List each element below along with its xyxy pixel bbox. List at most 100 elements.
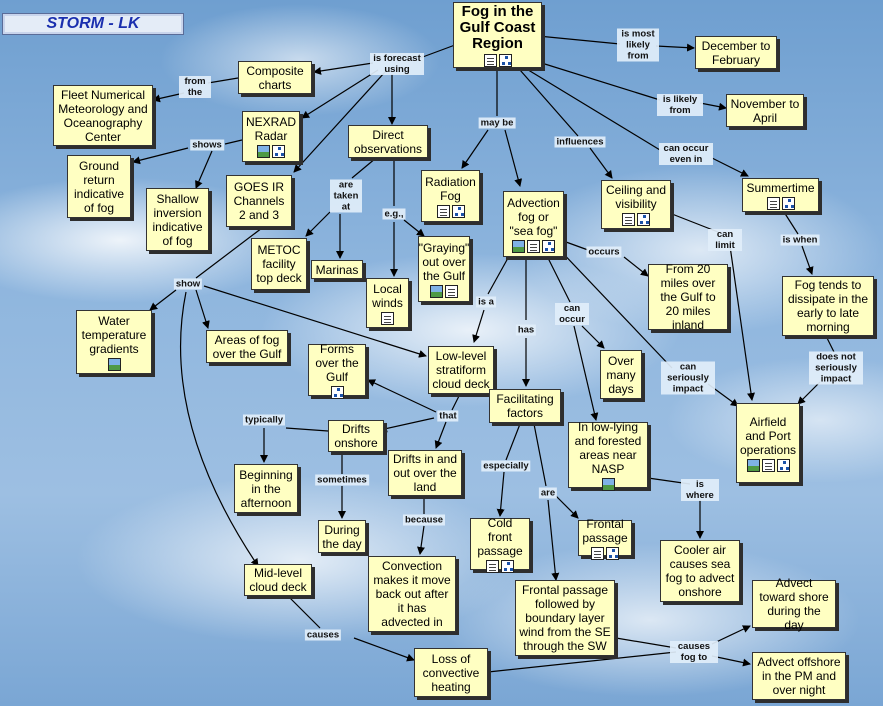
node-convection[interactable]: Convection makes it move back out after … — [368, 556, 456, 632]
node-direct[interactable]: Direct observations — [348, 125, 428, 158]
node-ceiling[interactable]: Ceiling and visibility — [601, 180, 671, 229]
node-midlevel[interactable]: Mid-level cloud deck — [244, 564, 312, 596]
node-label: Summertime — [746, 180, 815, 195]
link-advection-canseriously — [555, 245, 673, 369]
document-icon[interactable] — [766, 196, 780, 210]
concept-map-icon[interactable] — [330, 385, 344, 399]
link-goes-show — [195, 227, 263, 279]
node-nexrad[interactable]: NEXRAD Radar — [242, 111, 300, 162]
node-label: Cooler air causes sea fog to advect onsh… — [665, 543, 735, 599]
node-duringday[interactable]: During the day — [318, 520, 366, 553]
document-icon[interactable] — [436, 204, 450, 218]
image-icon[interactable] — [746, 458, 760, 472]
node-lowlevel[interactable]: Low-level stratiform cloud deck — [428, 346, 494, 394]
node-advectoffshore[interactable]: Advect offshore in the PM and over night — [752, 652, 846, 700]
link-because-convection — [417, 525, 425, 555]
link-advection-canoccur — [547, 257, 571, 303]
node-formsover[interactable]: Forms over the Gulf — [308, 342, 366, 399]
node-december[interactable]: December to February — [695, 36, 777, 69]
link-canlimit-airfield — [729, 245, 755, 401]
node-frontal[interactable]: Frontal passage — [578, 517, 632, 560]
document-icon[interactable] — [622, 213, 635, 226]
image-icon[interactable] — [512, 239, 525, 253]
node-label: Beginning in the afternoon — [239, 467, 293, 510]
node-label: Loss of convective heating — [422, 651, 480, 694]
link-label: can occur even in — [659, 143, 713, 165]
document-icon[interactable] — [591, 546, 604, 560]
link-label: e.g., — [382, 208, 406, 220]
node-label: Ground return indicative of fog — [73, 158, 125, 215]
node-label: Radiation Fog — [425, 174, 476, 203]
node-metoc[interactable]: METOC facility top deck — [251, 238, 307, 290]
link-canoccur-overmany — [581, 325, 605, 349]
document-icon[interactable] — [527, 239, 540, 253]
document-icon[interactable] — [445, 284, 458, 298]
node-goes[interactable]: GOES IR Channels 2 and 3 — [226, 175, 292, 227]
image-icon[interactable] — [430, 284, 443, 298]
link-canoccureven-summertime — [711, 157, 749, 177]
node-radiation[interactable]: Radiation Fog — [421, 170, 480, 222]
link-label: that — [437, 410, 459, 422]
icon-row — [330, 385, 344, 399]
node-areas[interactable]: Areas of fog over the Gulf — [206, 330, 288, 363]
document-icon[interactable] — [483, 53, 497, 67]
image-icon[interactable] — [257, 145, 270, 158]
link-label: is forecast using — [370, 53, 424, 75]
concept-map-icon[interactable] — [498, 53, 512, 67]
concept-map-icon[interactable] — [542, 239, 555, 253]
document-icon[interactable] — [381, 311, 394, 325]
node-root[interactable]: Fog in the Gulf Coast Region — [453, 2, 542, 68]
node-drifts[interactable]: Drifts onshore — [328, 420, 384, 452]
link-doesnot-airfield — [797, 381, 821, 405]
node-from20[interactable]: From 20 miles over the Gulf to 20 miles … — [648, 262, 728, 332]
node-november[interactable]: November to April — [726, 94, 804, 127]
node-composite[interactable]: Composite charts — [238, 61, 312, 94]
concept-map-icon[interactable] — [776, 458, 790, 472]
node-frontalbl[interactable]: Frontal passage followed by boundary lay… — [515, 580, 615, 656]
concept-map-icon[interactable] — [451, 204, 465, 218]
node-beginning[interactable]: Beginning in the afternoon — [234, 464, 298, 513]
link-label: typically — [242, 414, 286, 426]
node-coldfront[interactable]: Cold front passage — [470, 515, 530, 573]
concept-map-icon[interactable] — [272, 145, 285, 158]
node-advection[interactable]: Advection fog or "sea fog" — [503, 191, 564, 257]
node-localwinds[interactable]: Local winds — [366, 278, 409, 328]
node-advecttoward[interactable]: Advect toward shore during the day — [752, 576, 836, 632]
node-airfield[interactable]: Airfield and Port operations — [736, 403, 800, 483]
node-dissipate[interactable]: Fog tends to dissipate in the early to l… — [782, 276, 874, 336]
node-water[interactable]: Water temperature gradients — [76, 310, 152, 374]
node-label: Advect toward shore during the day — [759, 576, 829, 632]
concept-map-icon[interactable] — [606, 546, 619, 560]
node-loss[interactable]: Loss of convective heating — [414, 648, 488, 697]
document-icon[interactable] — [761, 458, 775, 472]
image-icon[interactable] — [107, 357, 121, 371]
node-fnmoc[interactable]: Fleet Numerical Meteorology and Oceanogr… — [53, 85, 153, 146]
node-overmany[interactable]: Over many days — [600, 350, 642, 399]
link-label: especially — [481, 460, 531, 472]
icon-row — [486, 559, 514, 573]
concept-map-icon[interactable] — [637, 213, 650, 226]
node-graying[interactable]: "Graying" out over the Gulf — [418, 236, 470, 302]
node-shallow[interactable]: Shallow inversion indicative of fog — [146, 188, 209, 251]
image-icon[interactable] — [601, 477, 615, 491]
node-driftsinout[interactable]: Drifts in and out over the land — [388, 450, 462, 496]
node-facilitating[interactable]: Facilitating factors — [489, 389, 561, 423]
icon-row — [601, 477, 615, 491]
node-cooler[interactable]: Cooler air causes sea fog to advect onsh… — [660, 540, 740, 602]
concept-map-icon[interactable] — [781, 196, 795, 210]
node-lowlying[interactable]: In low-lying and forested areas near NAS… — [568, 420, 648, 491]
icon-row — [381, 311, 394, 325]
node-label: November to April — [730, 96, 800, 125]
node-label: Advect offshore in the PM and over night — [757, 655, 841, 697]
node-ground[interactable]: Ground return indicative of fog — [67, 155, 131, 218]
document-icon[interactable] — [486, 559, 499, 573]
link-label: causes — [304, 629, 342, 641]
node-marinas[interactable]: Marinas — [311, 260, 363, 279]
node-summertime[interactable]: Summertime — [742, 178, 819, 212]
icon-row — [622, 213, 650, 226]
link-isa-lowlevel — [472, 309, 485, 343]
concept-map-icon[interactable] — [501, 559, 514, 573]
node-label: Fog tends to dissipate in the early to l… — [787, 278, 869, 334]
node-label: Cold front passage — [477, 515, 523, 558]
node-label: Frontal passage followed by boundary lay… — [519, 583, 611, 653]
